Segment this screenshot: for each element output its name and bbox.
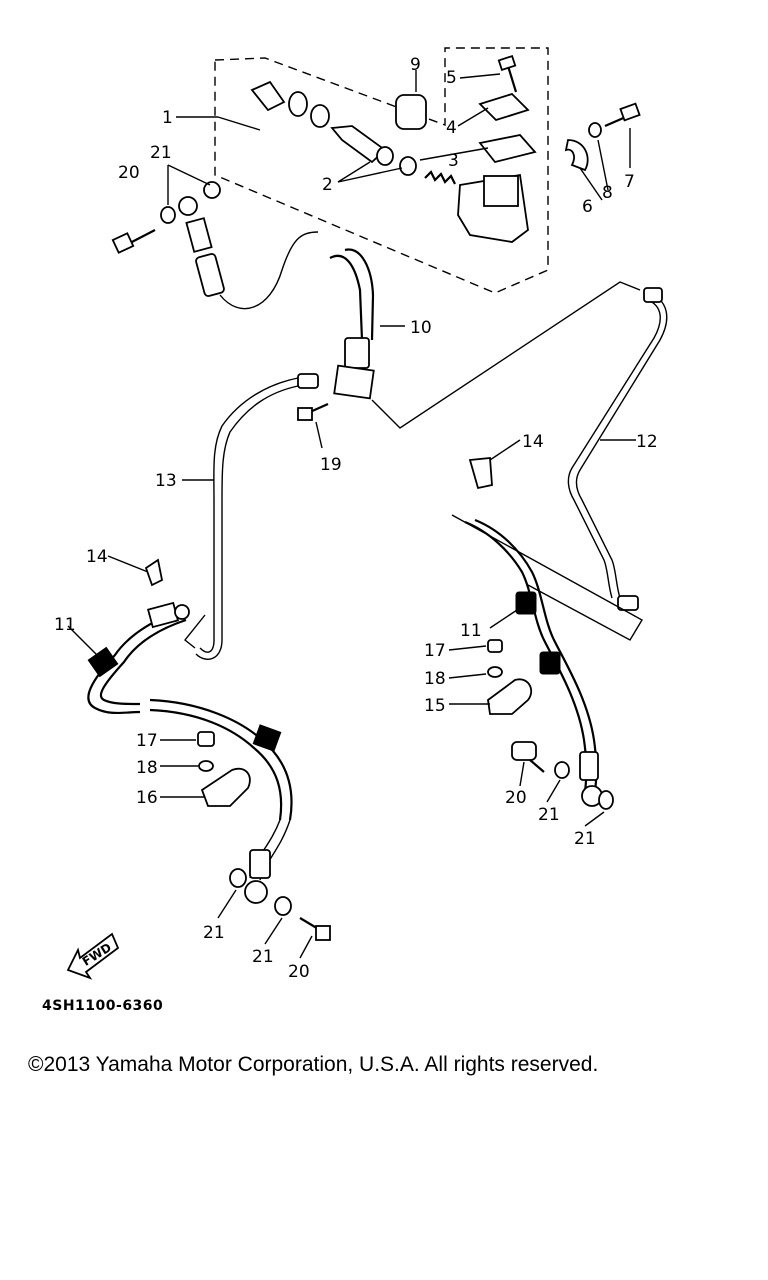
callout-20-right: 20 — [505, 788, 527, 808]
left-brake-hose-11 — [87, 558, 293, 904]
callout-4: 4 — [446, 118, 457, 138]
callout-18-right: 18 — [424, 669, 446, 689]
callout-5: 5 — [446, 68, 457, 88]
leader-lines — [184, 281, 643, 649]
joint-bolt-19 — [297, 402, 329, 421]
callout-21-bottom-b: 21 — [252, 947, 274, 967]
left-lower-fittings — [197, 731, 331, 941]
callout-2: 2 — [322, 175, 333, 195]
callout-20-bottom: 20 — [288, 962, 310, 982]
callout-leaders — [67, 70, 636, 959]
brake-hose-10 — [329, 248, 375, 400]
callout-11-right: 11 — [460, 621, 482, 641]
callout-21-right-b: 21 — [574, 829, 596, 849]
master-cylinder-group-outline — [214, 47, 549, 294]
callout-14-left: 14 — [86, 547, 108, 567]
master-cylinder-parts — [250, 54, 641, 243]
callout-14-right: 14 — [522, 432, 544, 452]
brake-pipe-12 — [567, 287, 668, 611]
callout-3: 3 — [448, 151, 459, 171]
callout-10: 10 — [410, 318, 432, 338]
callout-17-right: 17 — [424, 641, 446, 661]
copyright-text: ©2013 Yamaha Motor Corporation, U.S.A. A… — [28, 1053, 599, 1076]
callout-6: 6 — [582, 197, 593, 217]
right-brake-hose-11 — [464, 457, 614, 810]
callout-11-left: 11 — [54, 615, 76, 635]
brake-parts-diagram: FWD 1 2 — [54, 47, 668, 982]
callout-1: 1 — [162, 108, 173, 128]
callout-19: 19 — [320, 455, 342, 475]
forward-arrow-icon: FWD — [66, 932, 120, 980]
diagram-part-code: 4SH1100-6360 — [42, 998, 164, 1014]
callout-21-bottom-a: 21 — [203, 923, 225, 943]
callout-21-top: 21 — [150, 143, 172, 163]
callout-numbers: 1 2 3 4 5 6 7 8 9 10 11 11 12 13 14 14 1… — [54, 55, 658, 982]
callout-15: 15 — [424, 696, 446, 716]
callout-17-left: 17 — [136, 731, 158, 751]
callout-21-right-a: 21 — [538, 805, 560, 825]
brake-pipe-13 — [195, 373, 319, 660]
callout-12: 12 — [636, 432, 658, 452]
top-banjo-fitting — [111, 181, 319, 310]
callout-8: 8 — [602, 183, 613, 203]
callout-18-left: 18 — [136, 758, 158, 778]
callout-7: 7 — [624, 172, 635, 192]
callout-9: 9 — [410, 55, 421, 75]
callout-16: 16 — [136, 788, 158, 808]
callout-20-top: 20 — [118, 163, 140, 183]
callout-13: 13 — [155, 471, 177, 491]
